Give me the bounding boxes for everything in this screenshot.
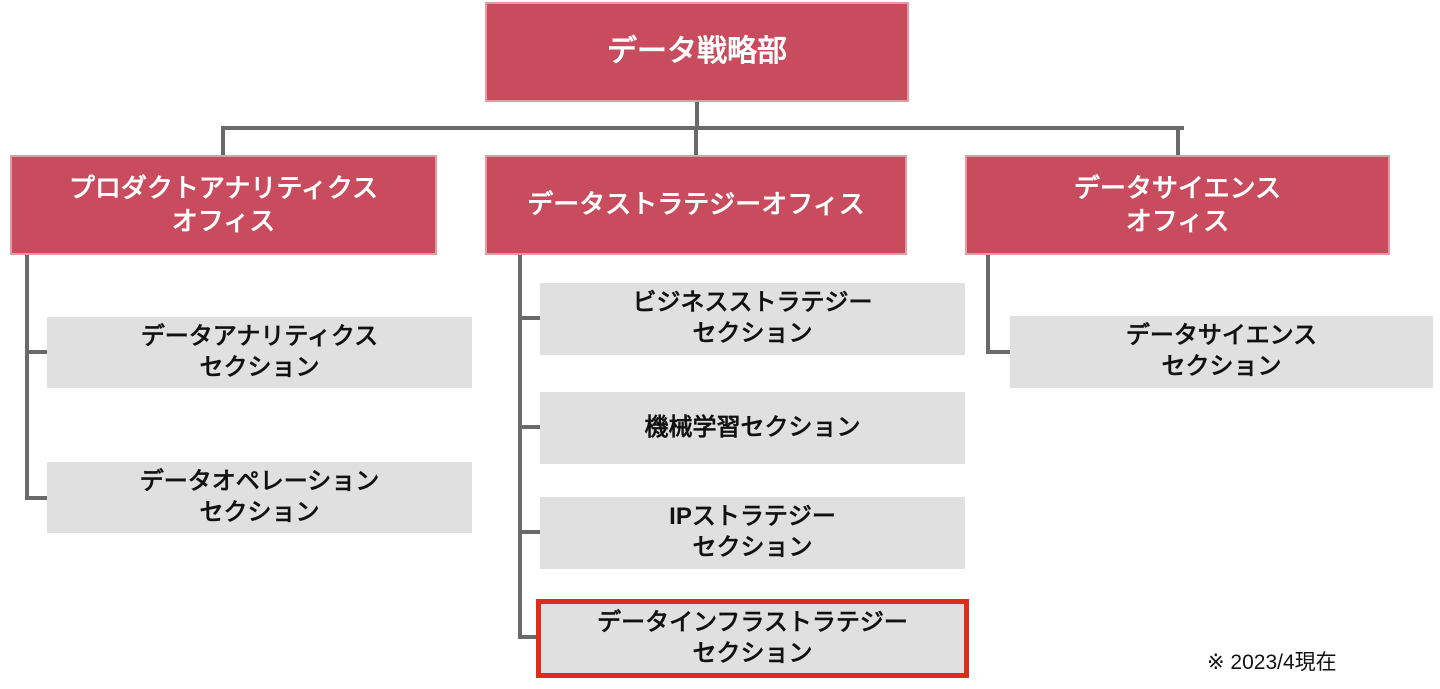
- connector-right-branch-vertical: [986, 255, 990, 354]
- connector-middle-elbow-1: [518, 316, 540, 320]
- connector-left-elbow-2: [25, 496, 47, 500]
- connector-root-drop: [695, 102, 699, 128]
- connector-middle-elbow-2: [518, 425, 540, 429]
- section-box-business-strategy: ビジネスストラテジー セクション: [540, 283, 965, 355]
- connector-middle-branch-vertical: [518, 255, 522, 639]
- section-box-data-operation: データオペレーション セクション: [47, 462, 472, 533]
- section-box-ip-strategy: IPストラテジー セクション: [540, 497, 965, 569]
- connector-drop-middle-office: [694, 126, 698, 156]
- footnote-as-of-date: ※ 2023/4現在: [1207, 651, 1337, 674]
- connector-middle-elbow-3: [518, 530, 540, 534]
- section-box-machine-learning: 機械学習セクション: [540, 392, 965, 464]
- section-box-data-science: データサイエンス セクション: [1010, 316, 1433, 388]
- connector-left-elbow-1: [25, 350, 47, 354]
- office-box-data-science-office: データサイエンス オフィス: [965, 155, 1390, 255]
- connector-middle-elbow-4: [518, 635, 540, 639]
- section-box-data-analytics: データアナリティクス セクション: [47, 317, 472, 388]
- office-box-product-analytics: プロダクトアナリティクス オフィス: [10, 155, 437, 255]
- section-box-data-infra-strategy-highlighted: データインフラストラテジー セクション: [536, 599, 969, 678]
- office-box-data-strategy-office: データストラテジーオフィス: [485, 155, 907, 255]
- connector-horizontal-bar: [221, 126, 1184, 130]
- root-box-data-strategy-dept: データ戦略部: [485, 2, 909, 102]
- connector-left-branch-vertical: [25, 255, 29, 500]
- connector-drop-right-office: [1176, 126, 1180, 156]
- connector-drop-left-office: [221, 126, 225, 156]
- connector-right-elbow-1: [986, 350, 1012, 354]
